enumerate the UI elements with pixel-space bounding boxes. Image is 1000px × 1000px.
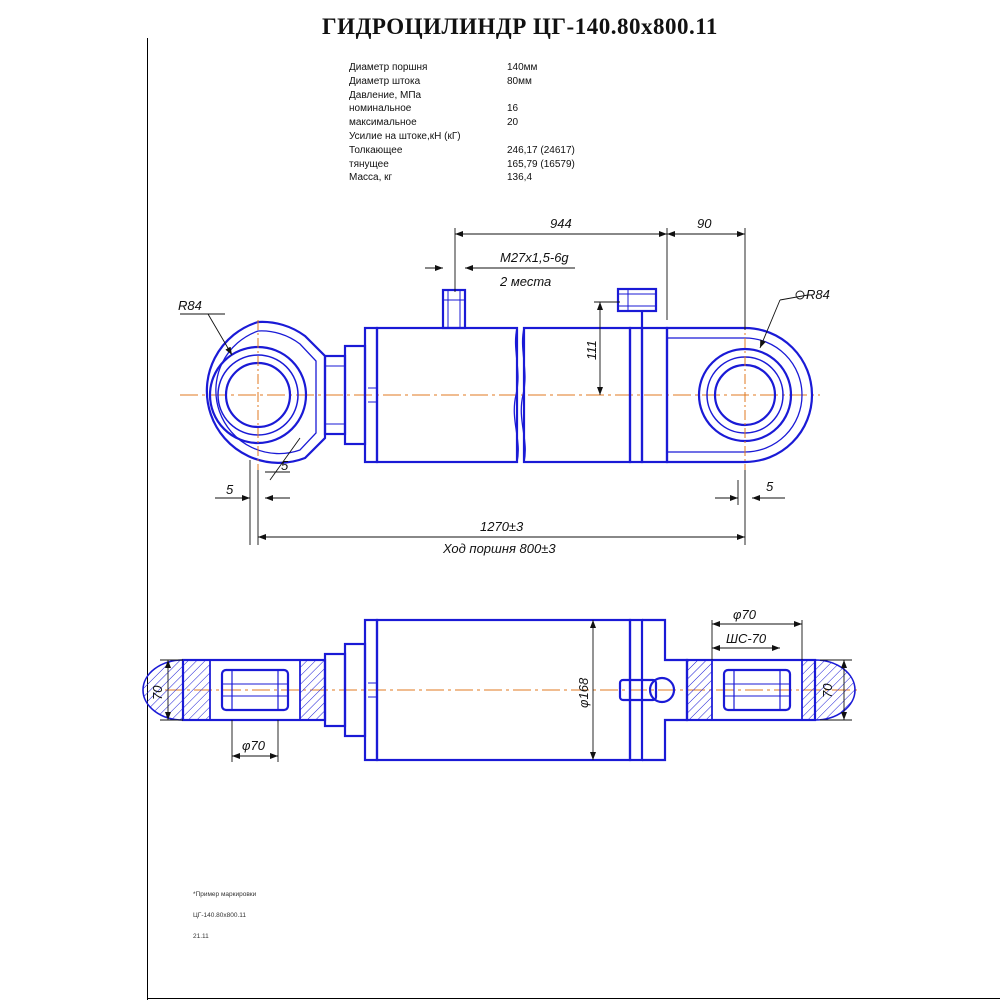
dim-70-left: 70 (150, 685, 165, 700)
radius-marker (795, 290, 805, 300)
spec-value: 80мм (507, 75, 532, 87)
spec-value: 16 (507, 103, 519, 115)
spec-label: Давление, МПа (349, 89, 422, 101)
spec-value: 246,17 (24617) (507, 144, 575, 156)
dim-5-right: 5 (766, 479, 774, 494)
dim-phi70-right: φ70 (733, 607, 757, 622)
spec-value: 20 (507, 117, 519, 129)
dim-stroke: Ход поршня 800±3 (442, 541, 556, 556)
spec-label: тянущее (349, 158, 389, 170)
dim-phi168: φ168 (576, 677, 591, 708)
dim-111: 111 (584, 340, 599, 360)
dim-1270: 1270±3 (480, 519, 524, 534)
dim-70-right: 70 (820, 683, 835, 698)
top-view (142, 618, 860, 762)
rod-top-view (323, 642, 367, 738)
spec-value: 136,4 (507, 172, 533, 184)
spec-label: Диаметр поршня (349, 62, 428, 73)
spec-label: Усилие на штоке,кН (кГ) (349, 130, 461, 142)
spec-label: Масса, кг (349, 172, 393, 184)
cylinder-body-top (363, 618, 689, 762)
side-view-dimensions (180, 228, 809, 545)
top-view-dimensions (160, 620, 852, 762)
spec-label: Толкающее (349, 144, 403, 156)
left-rod-eye (205, 320, 327, 470)
spec-label: максимальное (349, 117, 417, 129)
spec-label: номинальное (349, 103, 412, 115)
dim-90: 90 (697, 216, 712, 231)
frame-left-border (147, 38, 148, 1000)
spec-value: 165,79 (16579) (507, 158, 575, 170)
right-mounting-eye (665, 320, 814, 470)
marking-line: ЦГ-140.80х800.11 (193, 912, 247, 919)
marking-line: 21.11 (193, 933, 209, 940)
spec-label: Диаметр штока (349, 75, 421, 87)
dim-places: 2 места (499, 274, 551, 289)
hydraulic-port-right (616, 287, 658, 328)
dim-thread: М27х1,5-6g (500, 250, 569, 265)
dim-5-eye: 5 (281, 458, 289, 473)
dim-shs70: ШС-70 (726, 631, 767, 646)
frame-bottom-border (147, 998, 1000, 999)
dim-phi70-left: φ70 (242, 738, 266, 753)
dim-944: 944 (550, 216, 572, 231)
drawing-title: ГИДРОЦИЛИНДР ЦГ-140.80х800.11 (322, 14, 718, 39)
left-eye-section (142, 658, 327, 722)
hydraulic-port-left (441, 288, 467, 330)
dim-r84-right: R84 (806, 287, 830, 302)
marking-line: *Пример маркировки (193, 891, 257, 898)
dim-5-left: 5 (226, 482, 234, 497)
marking-example: *Пример маркировки ЦГ-140.80х800.11 21.1… (193, 884, 256, 947)
dim-r84-left: R84 (178, 298, 202, 313)
side-view (180, 287, 820, 470)
spec-value: 140мм (507, 62, 538, 73)
